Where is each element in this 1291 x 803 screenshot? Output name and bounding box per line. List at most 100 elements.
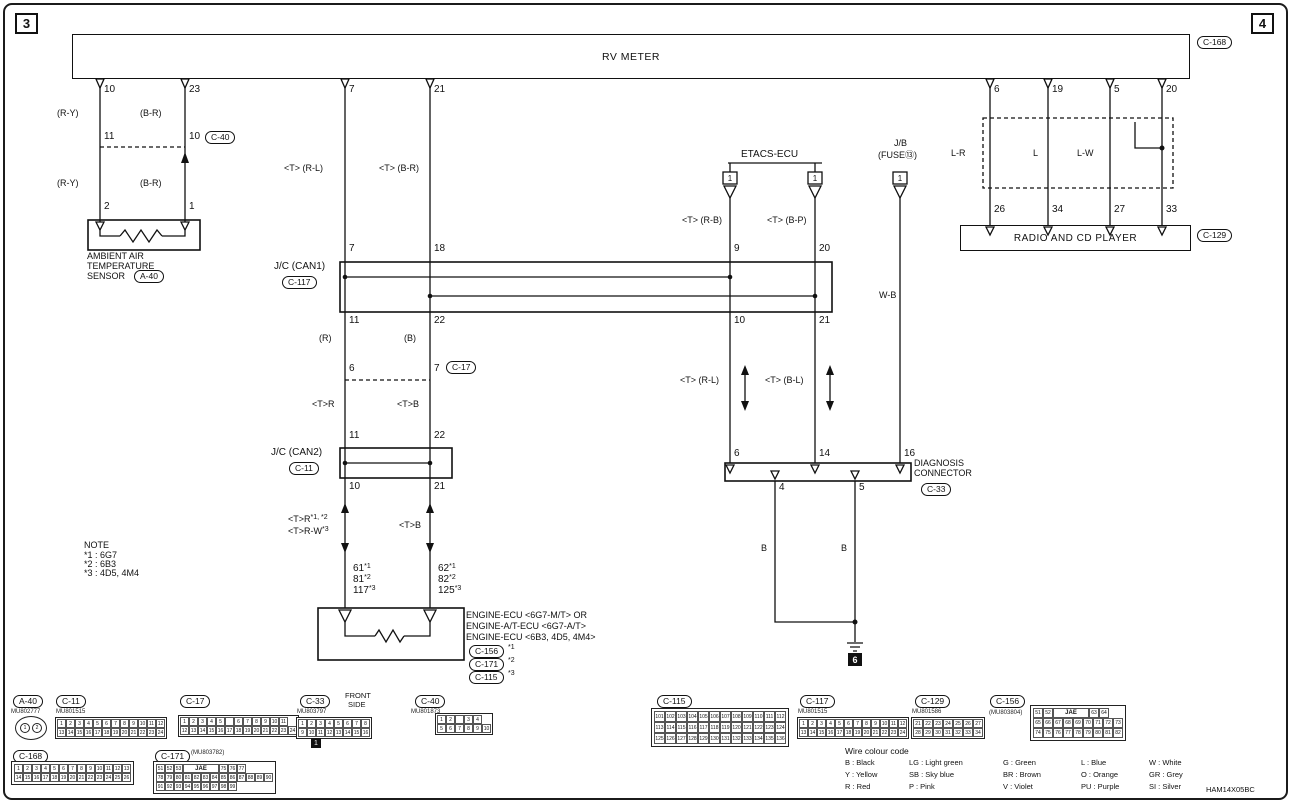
terminal-wedge: [422, 609, 438, 624]
wire-colour-label: (B-R): [140, 178, 162, 188]
pin-number: 34: [1052, 204, 1064, 215]
pin-cell: 1: [20, 723, 30, 733]
pin-cell: 22: [86, 773, 95, 782]
terminal-wedge: [424, 78, 436, 90]
pin-cell: 134: [753, 733, 764, 744]
pin-cell: 5: [835, 719, 844, 728]
pin-cell: 108: [731, 711, 742, 722]
pin-cell: 7: [243, 717, 252, 726]
pin-cell: 96: [201, 782, 210, 791]
pin-cell: 76: [1053, 728, 1063, 738]
pin-cell: 13: [122, 764, 131, 773]
pin-number: 81: [353, 574, 365, 585]
pin-cell: 6: [102, 719, 111, 728]
etacs-connector-square: [722, 171, 738, 185]
connector-ref-c156: C-156: [469, 645, 505, 658]
connector-ref-c115-panel: C-115: [657, 695, 692, 708]
pin-cell: 72: [1103, 718, 1113, 728]
pin-cell: 67: [1053, 718, 1063, 728]
footnote-marker: *2: [364, 574, 371, 581]
pin-cell: 78: [1073, 728, 1083, 738]
pin-number: 20: [1166, 84, 1178, 95]
pin-cell: 11: [104, 764, 113, 773]
terminal-wedge: [809, 464, 821, 475]
connector-ref-c117: C-117: [282, 276, 317, 289]
pin-cell: 117: [698, 722, 709, 733]
pin-number: 7: [349, 84, 355, 95]
pin-cell: 71: [1093, 718, 1103, 728]
footnote-marker: *3: [454, 585, 462, 592]
pin-cell: B : Black: [845, 758, 875, 767]
pin-cell: 4: [473, 715, 482, 724]
connector-ref-c17: C-17: [446, 361, 477, 374]
ecu-pin-number: 61*1: [353, 563, 371, 574]
pin-number: 26: [994, 204, 1006, 215]
footnote-marker: *3: [322, 526, 329, 533]
pin-number: 22: [434, 430, 446, 441]
pin-cell: 91: [156, 782, 165, 791]
jc-can2-label: J/C (CAN2): [271, 447, 323, 458]
pin-number: 7: [349, 243, 355, 254]
pin-cell: 17: [835, 728, 844, 737]
terminal-wedge: [984, 226, 996, 237]
pin-cell: 4: [84, 719, 93, 728]
pin-cell: 99: [228, 782, 237, 791]
pin-cell: 16: [361, 728, 370, 737]
component-name: SENSOR: [87, 271, 126, 281]
pin-cell: 10: [482, 724, 491, 733]
terminal-wedge: [337, 609, 353, 624]
part-number: MU803797: [297, 709, 327, 715]
pin-cell: 112: [775, 711, 786, 722]
pin-cell: 6: [59, 764, 68, 773]
pin-cell: 16: [32, 773, 41, 782]
ground-symbol: [847, 642, 863, 652]
pin-cell: 21: [261, 726, 270, 735]
wire-colour-label: <T> (R-L): [284, 163, 324, 173]
ecu-lead-right: [404, 622, 431, 637]
pin-cell: 83: [201, 773, 210, 782]
pin-number: 2: [104, 201, 110, 212]
junction-dot: [727, 274, 733, 280]
pin-cell: 14: [343, 728, 352, 737]
terminal-wedge: [807, 185, 823, 200]
pin-number: 10: [189, 131, 201, 142]
pin-cell: 17: [225, 726, 234, 735]
wire-colour-label: L: [1033, 148, 1039, 158]
pin-cell: 75: [219, 764, 228, 773]
pin-cell: 19: [243, 726, 252, 735]
wire-colour-label: <T> (B-P): [767, 215, 807, 225]
connector-ref-c168: C-168: [1197, 36, 1233, 49]
pin-cell: JAE: [1053, 708, 1089, 718]
pin-cell: 120: [731, 722, 742, 733]
pin-cell: 15: [23, 773, 32, 782]
front-side-label: SIDE: [348, 700, 366, 709]
pin-cell: 66: [1043, 718, 1053, 728]
arrowhead-up: [741, 365, 749, 375]
pin-cell: 8: [120, 719, 129, 728]
diagnosis-connector-box: [724, 462, 912, 482]
connector-ref-c40-panel: C-40: [415, 695, 446, 708]
pin-number: 20: [819, 243, 831, 254]
wire-colour-label: <T>B: [399, 520, 422, 530]
part-number: MU801873: [411, 709, 441, 715]
pin-number: 6: [994, 84, 1000, 95]
pin-cell: 16: [216, 726, 225, 735]
footnote-marker: *1: [364, 563, 371, 570]
svg-texts: 1 1 1 6: [728, 174, 903, 665]
terminal-wedge: [984, 78, 996, 90]
pin-cell: 52: [165, 764, 174, 773]
pin-number: 5: [1114, 84, 1120, 95]
pin-cell: 98: [219, 782, 228, 791]
